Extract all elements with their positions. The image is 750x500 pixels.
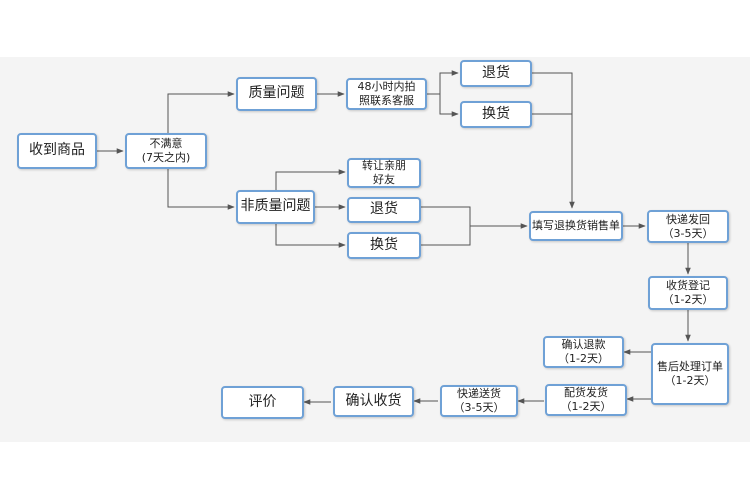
node-review: 评价 <box>221 386 304 419</box>
node-express-delivery: 快递送货 （3-5天） <box>440 385 518 417</box>
node-confirm-refund: 确认退款 （1-2天） <box>543 336 624 368</box>
node-transfer-friends: 转让亲朋 好友 <box>347 158 421 188</box>
node-exchange-2: 换货 <box>347 232 421 259</box>
node-exchange-1: 换货 <box>460 101 532 128</box>
node-confirm-receipt: 确认收货 <box>333 386 414 417</box>
node-after-sales-order: 售后处理订单 （1-2天） <box>651 343 729 405</box>
node-return-2: 退货 <box>347 197 421 223</box>
node-contact-service: 48小时内拍 照联系客服 <box>346 78 427 110</box>
node-ship-back: 快递发回 （3-5天） <box>647 210 729 243</box>
node-receipt-register: 收货登记 （1-2天） <box>648 276 728 310</box>
node-fill-return-form: 填写退换货销售单 <box>529 211 623 241</box>
node-return-1: 退货 <box>460 60 532 87</box>
node-non-quality-issue: 非质量问题 <box>236 190 315 224</box>
node-receive-goods: 收到商品 <box>17 133 97 169</box>
node-dispatch-goods: 配货发货 （1-2天） <box>545 384 627 416</box>
node-quality-issue: 质量问题 <box>236 77 317 111</box>
node-dissatisfied: 不满意 (7天之内) <box>125 133 207 169</box>
